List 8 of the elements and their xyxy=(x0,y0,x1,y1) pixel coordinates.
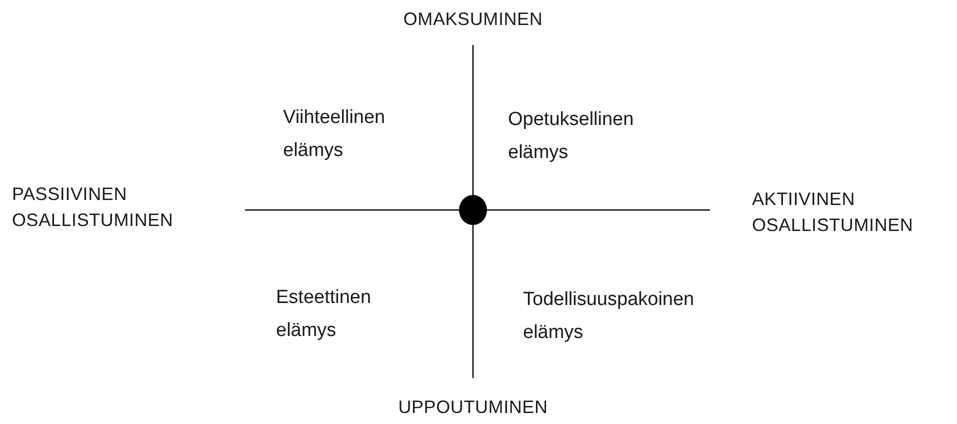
axis-or-quadrant-label: UPPOUTUMINEN xyxy=(397,396,549,419)
axis-or-quadrant-label: AKTIIVINEN OSALLISTUMINEN xyxy=(752,188,914,238)
axis-or-quadrant-label: PASSIIVINEN OSALLISTUMINEN xyxy=(12,183,174,232)
axis-or-quadrant-label: OMAKSUMINEN xyxy=(402,8,544,31)
axis-or-quadrant-label: Esteettinen elämys xyxy=(276,286,372,344)
axis-or-quadrant-label: Viihteellinen elämys xyxy=(283,106,386,164)
axis-or-quadrant-label: Opetuksellinen elämys xyxy=(508,108,635,166)
axis-or-quadrant-label: Todellisuuspakoinen elämys xyxy=(523,288,696,346)
